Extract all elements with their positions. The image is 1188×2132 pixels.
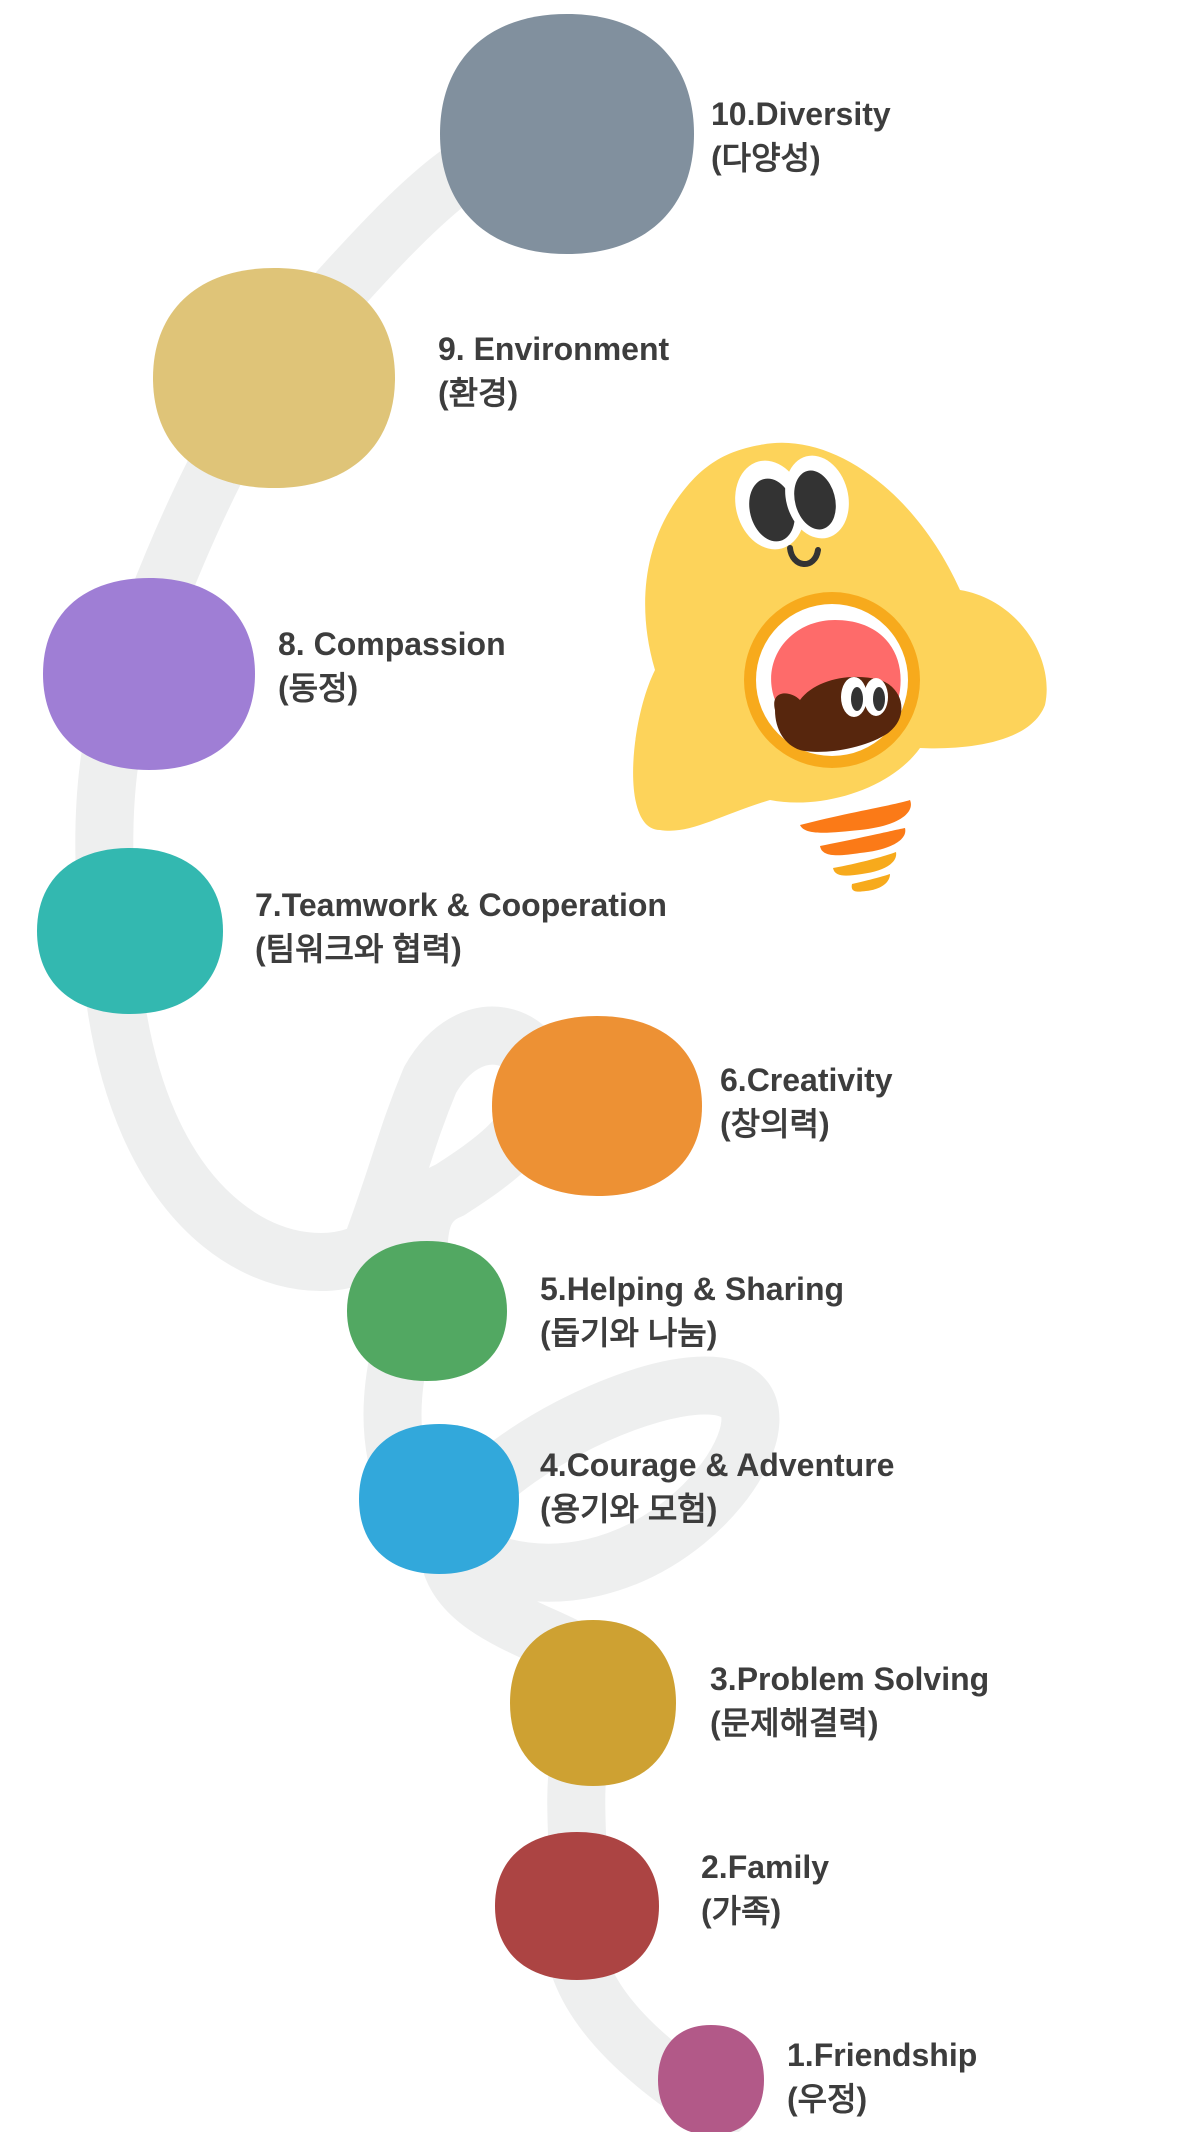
step-label-compassion: 8. Compassion (동정)	[278, 622, 506, 710]
step-label-problem-solving: 3.Problem Solving (문제해결력)	[710, 1657, 989, 1745]
step-label-creativity: 6.Creativity (창의력)	[720, 1058, 893, 1146]
step-korean: (환경)	[438, 375, 519, 411]
step-korean: (다양성)	[711, 140, 821, 176]
step-label-teamwork-cooperation: 7.Teamwork & Cooperation (팀워크와 협력)	[255, 883, 667, 971]
step-node-5	[347, 1241, 507, 1381]
step-korean: (가족)	[701, 1893, 782, 1929]
step-title: 6.Creativity	[720, 1062, 893, 1098]
step-title: 4.Courage & Adventure	[540, 1447, 895, 1483]
step-node-2	[495, 1832, 659, 1980]
step-label-friendship: 1.Friendship (우정)	[787, 2033, 977, 2121]
step-node-6	[492, 1016, 702, 1196]
mascot-smile	[787, 545, 821, 567]
step-node-7	[37, 848, 223, 1014]
step-korean: (문제해결력)	[710, 1705, 879, 1741]
step-korean: (팀워크와 협력)	[255, 931, 462, 967]
step-node-8	[43, 578, 255, 770]
step-korean: (돕기와 나눔)	[540, 1315, 718, 1351]
step-label-environment: 9. Environment (환경)	[438, 327, 669, 415]
step-title: 7.Teamwork & Cooperation	[255, 887, 667, 923]
lightbulb-mascot-icon	[633, 442, 1047, 892]
step-nodes	[37, 14, 764, 2132]
step-title: 10.Diversity	[711, 96, 891, 132]
step-node-3	[510, 1620, 676, 1786]
step-korean: (우정)	[787, 2081, 868, 2117]
step-title: 5.Helping & Sharing	[540, 1271, 845, 1307]
step-title: 9. Environment	[438, 331, 670, 367]
step-title: 8. Compassion	[278, 626, 506, 662]
step-korean: (용기와 모험)	[540, 1491, 718, 1527]
step-label-family: 2.Family (가족)	[701, 1845, 829, 1933]
step-korean: (동정)	[278, 670, 359, 706]
step-title: 1.Friendship	[787, 2037, 978, 2073]
step-korean: (창의력)	[720, 1106, 830, 1142]
step-node-9	[153, 268, 395, 488]
step-title: 3.Problem Solving	[710, 1661, 990, 1697]
step-node-10	[440, 14, 694, 254]
step-title: 2.Family	[701, 1849, 830, 1885]
step-label-helping-sharing: 5.Helping & Sharing (돕기와 나눔)	[540, 1267, 844, 1355]
step-node-1	[658, 2025, 764, 2132]
step-label-courage-adventure: 4.Courage & Adventure (용기와 모험)	[540, 1443, 894, 1531]
step-node-4	[359, 1424, 519, 1574]
step-label-diversity: 10.Diversity (다양성)	[711, 92, 891, 180]
spring-icon	[800, 800, 911, 892]
